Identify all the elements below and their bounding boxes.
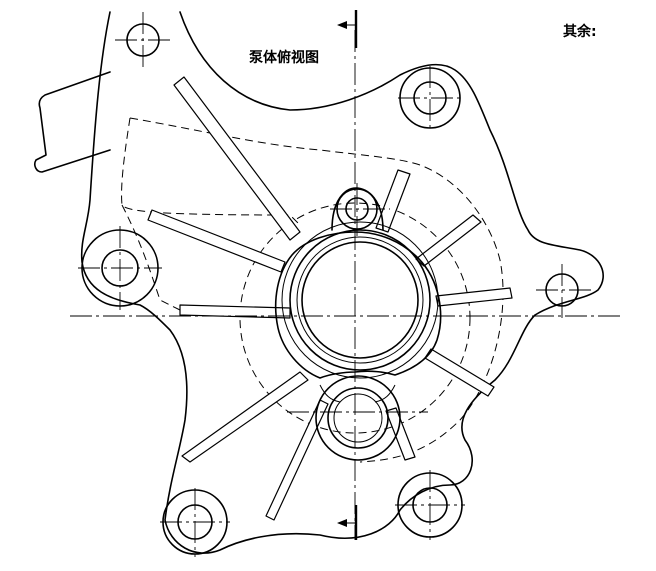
- section-marker-top: [337, 10, 358, 48]
- section-marker-bottom: [337, 505, 358, 540]
- housing-outline: [80, 11, 604, 554]
- bolt-hole-top-left: [115, 12, 172, 68]
- bolt-hole-bottom-right: [395, 470, 465, 540]
- bolt-hole-top-right: [398, 66, 462, 130]
- view-title: 泵体俯视图: [249, 50, 319, 66]
- bolt-hole-bottom-left: [160, 488, 230, 557]
- left-tab: [34, 71, 111, 173]
- radial-ribs: [147, 76, 513, 521]
- bolt-hole-right: [536, 264, 592, 318]
- bolt-hole-left: [78, 226, 162, 310]
- dashed-bolt-circle: [239, 202, 471, 434]
- surface-finish-note: 其余:: [563, 24, 597, 40]
- inner-cavity-dashed: [121, 117, 504, 463]
